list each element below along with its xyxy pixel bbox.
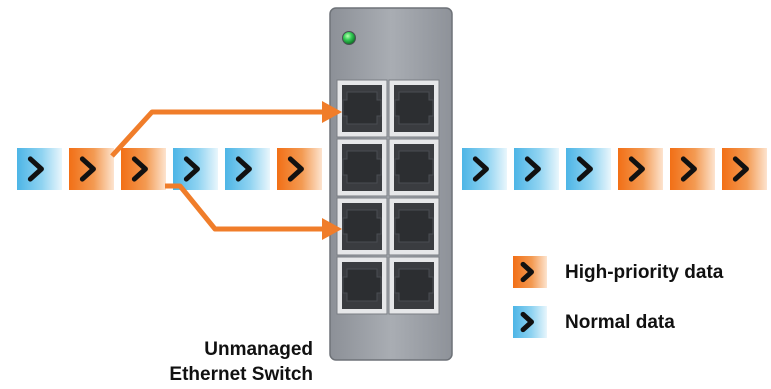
ethernet-port-icon: [388, 138, 440, 197]
legend-label-normal: Normal data: [565, 312, 675, 333]
switch-caption-line1: Unmanaged: [204, 339, 313, 360]
ethernet-port-icon: [336, 138, 388, 197]
routing-arrow-lower: [165, 183, 330, 232]
chevron-right-icon: [520, 311, 535, 333]
output-data-stream: [462, 148, 767, 190]
chevron-right-icon: [131, 156, 148, 182]
normal-packet: [566, 148, 611, 190]
legend: [513, 256, 547, 338]
high-priority-packet: [670, 148, 715, 190]
ethernet-port-icon: [336, 256, 388, 315]
ethernet-port-icon: [388, 79, 440, 138]
chevron-right-icon: [79, 156, 96, 182]
high-priority-packet: [722, 148, 767, 190]
chevron-right-icon: [524, 156, 541, 182]
chevron-right-icon: [520, 261, 535, 283]
chevron-right-icon: [235, 156, 252, 182]
ethernet-port-icon: [336, 79, 388, 138]
ethernet-port-icon: [388, 197, 440, 256]
routing-arrow-upper: [110, 109, 330, 158]
port-grid: [336, 79, 440, 315]
ethernet-port-icon: [388, 256, 440, 315]
high-priority-packet: [69, 148, 114, 190]
normal-packet: [17, 148, 62, 190]
chevron-right-icon: [628, 156, 645, 182]
ethernet-port-icon: [336, 197, 388, 256]
high-priority-packet: [121, 148, 166, 190]
legend-normal-icon: [513, 306, 547, 338]
chevron-right-icon: [27, 156, 44, 182]
switch-caption-line2: Ethernet Switch: [169, 364, 313, 385]
chevron-right-icon: [680, 156, 697, 182]
arrowhead-lower-icon: [322, 218, 342, 240]
chevron-right-icon: [287, 156, 304, 182]
arrowhead-upper-icon: [322, 101, 342, 123]
normal-packet: [462, 148, 507, 190]
priority-routing-arrows: [110, 101, 342, 240]
chevron-right-icon: [183, 156, 200, 182]
normal-packet: [173, 148, 218, 190]
ethernet-switch: [329, 7, 453, 361]
legend-label-high-priority: High-priority data: [565, 262, 724, 283]
input-data-stream: [17, 148, 322, 190]
chevron-right-icon: [576, 156, 593, 182]
status-led-icon: [342, 31, 356, 45]
chevron-right-icon: [732, 156, 749, 182]
high-priority-packet: [618, 148, 663, 190]
legend-high-priority-icon: [513, 256, 547, 288]
normal-packet: [225, 148, 270, 190]
normal-packet: [514, 148, 559, 190]
high-priority-packet: [277, 148, 322, 190]
chevron-right-icon: [472, 156, 489, 182]
